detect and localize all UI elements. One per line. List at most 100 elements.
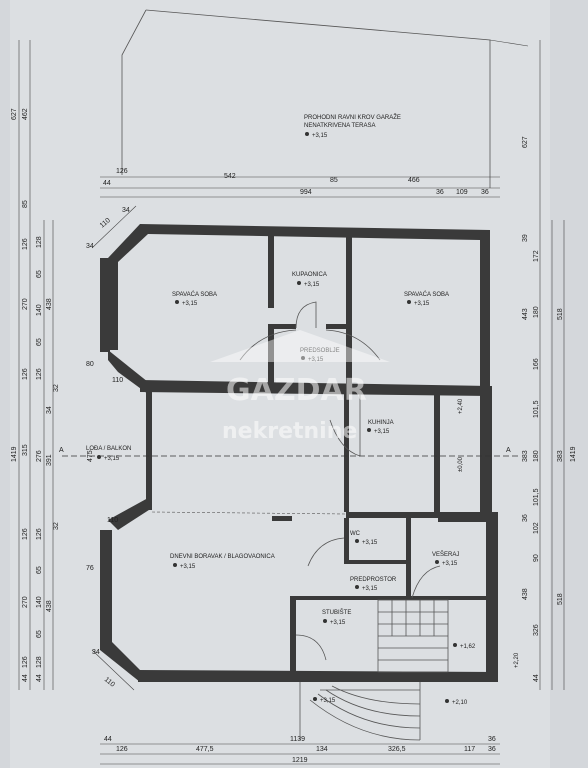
loggia-label: LOĐA / BALKON	[86, 446, 131, 452]
right-dimensions: 627 39 172 180 166 101,5 180 101,5 36 10…	[522, 40, 577, 690]
svg-text:518: 518	[557, 308, 564, 320]
inner-walls	[146, 232, 486, 672]
svg-text:36: 36	[522, 514, 529, 522]
svg-text:126: 126	[22, 656, 29, 668]
svg-text:±0,00: ±0,00	[458, 456, 464, 472]
living-label: DNEVNI BORAVAK / BLAGOVAONICA	[170, 554, 275, 560]
svg-text:126: 126	[22, 528, 29, 540]
svg-text:44: 44	[22, 674, 29, 682]
svg-text:44: 44	[36, 674, 43, 682]
svg-text:+3,15: +3,15	[374, 429, 390, 435]
dim-994: 994	[300, 189, 312, 196]
svg-text:140: 140	[36, 304, 43, 316]
svg-text:34: 34	[86, 243, 94, 250]
bathroom-label: KUPAONICA	[292, 272, 327, 278]
svg-text:65: 65	[36, 566, 43, 574]
svg-text:39: 39	[522, 234, 529, 242]
svg-text:+3,15: +3,15	[330, 620, 346, 626]
svg-text:1419: 1419	[11, 446, 18, 462]
svg-text:627: 627	[11, 108, 18, 120]
svg-text:101,5: 101,5	[533, 400, 540, 418]
level-markers	[97, 132, 457, 703]
svg-text:80: 80	[86, 361, 94, 368]
svg-text:443: 443	[522, 308, 529, 320]
dim-36b: 36	[481, 189, 489, 196]
anteroom-label: PREDPROSTOR	[350, 577, 397, 583]
svg-text:477,5: 477,5	[196, 746, 214, 753]
svg-text:+2,10: +2,10	[452, 700, 468, 706]
svg-text:110: 110	[107, 517, 118, 524]
svg-text:65: 65	[36, 630, 43, 638]
dim-466: 466	[408, 177, 420, 184]
svg-text:+1,62: +1,62	[460, 644, 476, 650]
svg-text:627: 627	[522, 136, 529, 148]
svg-text:36: 36	[488, 746, 496, 753]
svg-text:475: 475	[87, 450, 94, 462]
svg-text:+3,15: +3,15	[320, 698, 336, 704]
svg-text:+3,15: +3,15	[442, 561, 458, 567]
bedroom1-label: SPAVAĆA SOBA	[172, 291, 217, 298]
svg-text:126: 126	[22, 238, 29, 250]
svg-text:126: 126	[36, 368, 43, 380]
svg-text:391: 391	[46, 454, 53, 466]
svg-text:90: 90	[533, 554, 540, 562]
svg-text:34: 34	[92, 649, 100, 656]
svg-text:32: 32	[53, 384, 60, 392]
svg-text:1419: 1419	[570, 446, 577, 462]
dim-44: 44	[103, 180, 111, 187]
svg-text:128: 128	[36, 656, 43, 668]
room-labels: PROHODNI RAVNI KROV GARAŽE NENATKRIVENA …	[86, 113, 520, 706]
svg-text:+3,15: +3,15	[304, 282, 320, 288]
watermark-logo-text: GAZDAR	[226, 373, 367, 408]
roof-terrace-sub: NENATKRIVENA TERASA	[304, 123, 375, 129]
stairs	[377, 599, 449, 673]
svg-text:180: 180	[533, 450, 540, 462]
svg-text:+3,15: +3,15	[180, 564, 196, 570]
svg-text:326: 326	[533, 624, 540, 636]
wardrobe-label: VEŠERAJ	[432, 551, 459, 558]
svg-text:32: 32	[53, 522, 60, 530]
watermark-subtext: nekretnine	[222, 419, 357, 444]
roof-terrace-label: PROHODNI RAVNI KROV GARAŽE	[304, 113, 401, 121]
svg-text:126: 126	[22, 368, 29, 380]
svg-text:438: 438	[522, 588, 529, 600]
svg-text:+3,15: +3,15	[362, 586, 378, 592]
svg-text:76: 76	[86, 565, 94, 572]
svg-text:117: 117	[464, 746, 475, 753]
svg-text:383: 383	[522, 450, 529, 462]
dim-126: 126	[116, 168, 128, 175]
svg-text:315: 315	[22, 444, 29, 456]
svg-text:+3,15: +3,15	[308, 357, 324, 363]
svg-text:126: 126	[116, 746, 128, 753]
svg-text:126: 126	[36, 528, 43, 540]
wc-label: WC	[350, 531, 361, 537]
dim-542: 542	[224, 173, 236, 180]
bottom-dimensions: 1139 44 126 477,5 134 326,5 117 36 36 12…	[100, 736, 500, 765]
roof-level: +3,15	[312, 133, 328, 139]
hall-label: PREDSOBLJE	[300, 348, 340, 354]
svg-text:101,5: 101,5	[533, 488, 540, 506]
svg-text:518: 518	[557, 593, 564, 605]
section-line: A A	[59, 447, 520, 457]
svg-text:110: 110	[112, 377, 123, 384]
svg-text:383: 383	[557, 450, 564, 462]
svg-text:166: 166	[533, 358, 540, 370]
svg-text:270: 270	[22, 596, 29, 608]
svg-text:65: 65	[36, 270, 43, 278]
svg-text:438: 438	[46, 600, 53, 612]
roof-terrace-outline	[121, 9, 529, 188]
section-a-left: A	[59, 447, 64, 454]
svg-text:140: 140	[36, 596, 43, 608]
svg-text:44: 44	[104, 736, 112, 743]
section-a-right: A	[506, 447, 511, 454]
exterior-steps	[299, 682, 421, 741]
dim-85: 85	[330, 177, 338, 184]
svg-text:128: 128	[36, 236, 43, 248]
svg-text:438: 438	[46, 298, 53, 310]
svg-text:270: 270	[22, 298, 29, 310]
svg-text:34: 34	[46, 406, 53, 414]
svg-text:85: 85	[22, 200, 29, 208]
doors	[239, 301, 441, 661]
watermark: GAZDAR nekretnine	[210, 330, 390, 444]
svg-text:462: 462	[22, 108, 29, 120]
